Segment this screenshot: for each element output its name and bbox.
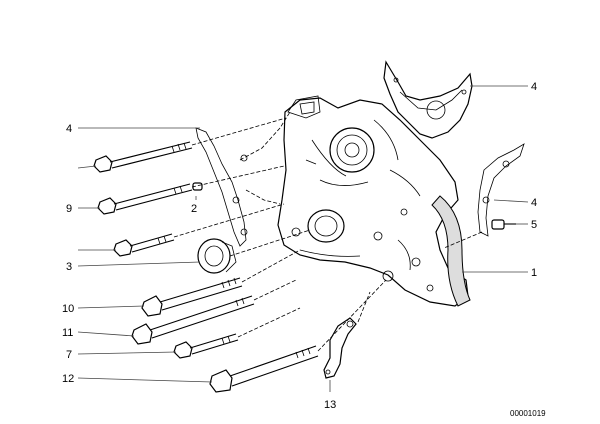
gasket-left[interactable] — [195, 111, 291, 247]
leader-lines — [77, 85, 529, 392]
callout-12: 12 — [62, 373, 74, 385]
callout-3: 3 — [66, 261, 72, 273]
bolt-10[interactable] — [141, 277, 243, 317]
radial-seal-3[interactable] — [197, 238, 237, 274]
callout-2: 2 — [191, 203, 197, 215]
gasket-right[interactable] — [477, 143, 525, 237]
bolt-12[interactable] — [209, 345, 319, 393]
callout-11: 11 — [62, 327, 73, 339]
callout-13: 13 — [324, 399, 336, 411]
callout-4-right: 4 — [531, 197, 537, 209]
callout-7: 7 — [66, 349, 72, 361]
bracket-13[interactable] — [323, 317, 357, 379]
drawing-number: 00001019 — [510, 409, 546, 418]
callout-5: 5 — [531, 219, 537, 231]
callout-4-top: 4 — [531, 81, 537, 93]
screw-5[interactable] — [491, 219, 516, 230]
timing-case-cover[interactable] — [277, 95, 471, 307]
callout-10: 10 — [62, 303, 74, 315]
gasket-upper[interactable] — [383, 60, 473, 139]
callout-1: 1 — [531, 267, 537, 279]
bolt-8[interactable] — [93, 141, 193, 173]
bolt-6[interactable] — [113, 233, 175, 257]
bolt-7[interactable] — [173, 333, 239, 359]
callout-4-left: 4 — [66, 123, 72, 135]
bolt-11[interactable] — [131, 295, 255, 345]
bolt-9[interactable] — [97, 183, 193, 215]
callout-9: 9 — [66, 203, 72, 215]
